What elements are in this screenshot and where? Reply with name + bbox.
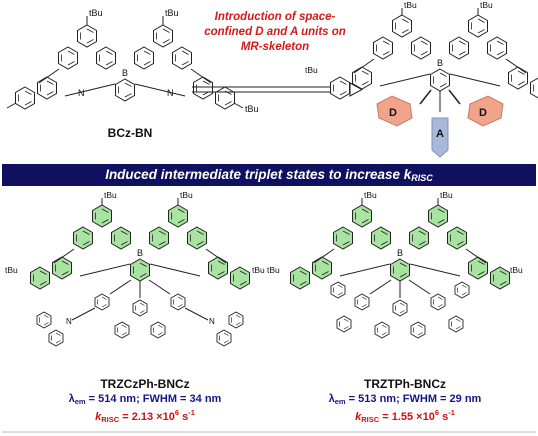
bcz-bn-structure: B N N tBu tBu tBu tBu [6, 8, 259, 114]
tbu-label: tBu [267, 265, 280, 275]
tbu-label: tBu [104, 190, 117, 200]
krisc-exponent: 6 [174, 408, 180, 417]
tbu-label: tBu [440, 190, 453, 200]
molecule-name: TRZCzPh-BNCz [100, 377, 190, 391]
boron-atom-label: B [122, 68, 128, 78]
banner-subscript: RISC [411, 173, 433, 183]
nitrogen-atom-label: N [209, 317, 215, 326]
tbu-label: tBu [89, 8, 103, 18]
krisc-line: kRISC = 1.55 ×106 s-1 [355, 408, 455, 424]
tbu-label: tBu [480, 0, 493, 10]
tbu-label: tBu [510, 265, 523, 275]
acceptor-label: A [436, 128, 444, 140]
donor-unit-left: D [376, 95, 413, 127]
tbu-label: tBu [305, 65, 318, 75]
boron-atom-label: B [397, 248, 403, 258]
krisc-unit: s [442, 411, 449, 423]
krisc-unit: s [182, 411, 189, 423]
nitrogen-atom-label: N [167, 88, 174, 98]
tbu-label: tBu [404, 0, 417, 10]
trzczph-bncz-structure: B tBu tBu tBu tBu N N [5, 190, 265, 347]
krisc-unit-exponent: -1 [188, 408, 195, 417]
banner-text: Induced intermediate triplet states to i… [105, 167, 412, 182]
lambda-em-value: 514 nm [98, 393, 137, 405]
krisc-line: kRISC = 2.13 ×106 s-1 [95, 408, 195, 424]
start-molecule-name: BCz-BN [107, 126, 153, 140]
krisc-mantissa: 2.13 [131, 411, 154, 423]
krisc-mantissa: 1.55 [391, 411, 414, 423]
nitrogen-atom-label: N [66, 317, 72, 326]
fwhm-value: 29 nm [449, 393, 482, 405]
tbu-label: tBu [252, 265, 265, 275]
photophysics-line: λem = 513 nm; FWHM = 29 nm [328, 393, 482, 406]
tbu-label: tBu [180, 190, 193, 200]
da-skeleton-structure: B tBu tBu tBu tBu [305, 0, 538, 112]
krisc-unit-exponent: -1 [448, 408, 455, 417]
fwhm-value: 34 nm [189, 393, 222, 405]
boron-atom-label: B [437, 58, 443, 68]
arrow-caption: Introduction of space-confined D and A u… [204, 11, 346, 53]
banner: Induced intermediate triplet states to i… [2, 164, 536, 186]
trztph-bncz-structure: B tBu tBu tBu tBu [267, 190, 523, 339]
molecule-name: TRZTPh-BNCz [364, 377, 446, 391]
donor-unit-right: D [467, 95, 504, 127]
nitrogen-atom-label: N [78, 88, 85, 98]
donor-label: D [479, 107, 487, 119]
photophysics-line: λem = 514 nm; FWHM = 34 nm [68, 393, 222, 406]
krisc-exponent: 6 [434, 408, 440, 417]
acceptor-unit: A [431, 117, 449, 158]
boron-atom-label: B [137, 248, 143, 258]
tbu-label: tBu [165, 8, 179, 18]
tbu-label: tBu [364, 190, 377, 200]
lambda-em-value: 513 nm [358, 393, 397, 405]
tbu-label: tBu [5, 265, 18, 275]
tbu-label: tBu [245, 104, 259, 114]
donor-label: D [389, 107, 397, 119]
